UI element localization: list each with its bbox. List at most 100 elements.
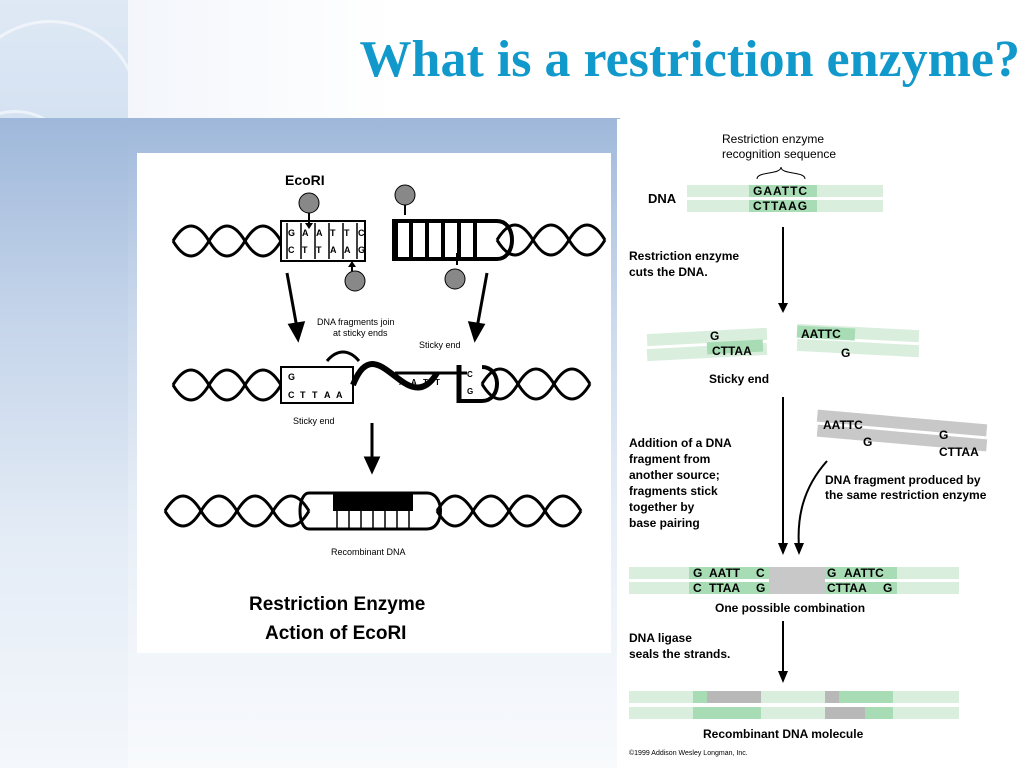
addition-line: Addition of a DNA	[629, 436, 732, 450]
seq-letter: A	[399, 378, 405, 387]
ligase-label-line2: seals the strands.	[629, 647, 730, 661]
cut-fragment-left	[646, 327, 768, 362]
seq-letter: C	[467, 370, 473, 379]
combo-seq: CTTAA	[827, 581, 867, 595]
combo-seq: AATT	[709, 566, 741, 580]
site-highlight	[749, 185, 817, 197]
curved-arrow-icon	[325, 350, 361, 363]
frag-left-bottom: CTTAA	[712, 344, 752, 358]
row1-ladder-left	[280, 220, 366, 262]
recognition-label-line1: Restriction enzyme	[722, 132, 824, 146]
arrow-down-icon	[363, 423, 381, 475]
recombinant-strand-bottom	[629, 707, 959, 719]
frag-right-bottom: G	[841, 346, 850, 360]
frag-left-top: G	[710, 329, 719, 343]
ligase-label-line1: DNA ligase	[629, 631, 692, 645]
seq-letter: T	[423, 378, 428, 387]
combo-gray-block	[769, 567, 825, 594]
recombinant-highlight	[839, 691, 893, 703]
row2-left-helix	[171, 368, 283, 402]
combo-highlight	[825, 582, 897, 594]
addition-line: fragment from	[629, 452, 710, 466]
combo-highlight	[689, 567, 769, 579]
combo-seq-top: G AATT C G AATTC	[693, 566, 884, 580]
row1-ladder-rungs	[286, 223, 358, 259]
seq-letter: T	[330, 228, 336, 238]
arrow-down-icon	[778, 397, 788, 555]
recombinant-dna-label: Recombinant DNA	[331, 547, 406, 557]
seq-letter: C	[358, 228, 365, 238]
combo-seq: G	[693, 566, 702, 580]
seq-letter: G	[288, 372, 295, 382]
enzyme-icon	[344, 261, 366, 292]
figure-caption-line1: Restriction Enzyme	[249, 594, 425, 615]
restriction-flowchart: Restriction enzyme recognition sequence …	[617, 119, 1024, 768]
seq-top: GAATTC	[753, 184, 808, 198]
ecori-diagram: G A A T T C C T T A A G EcoRI	[137, 153, 611, 653]
arrow-down-icon	[285, 272, 306, 343]
addition-label: Addition of a DNA fragment from another …	[629, 436, 732, 530]
recombinant-highlight	[865, 707, 893, 719]
enzyme-icon	[298, 192, 320, 229]
other-fragment	[816, 409, 988, 452]
row1-seq-upper: G A A T T C	[288, 228, 365, 238]
row1-left-helix	[171, 224, 283, 258]
addition-line: together by	[629, 500, 695, 514]
recombinant-gray	[707, 691, 761, 703]
fragments-join-line1: DNA fragments join	[317, 317, 395, 327]
seq-letter: A	[411, 378, 417, 387]
produced-label-line2: the same restriction enzyme	[825, 488, 987, 502]
sticky-end-label: Sticky end	[419, 340, 461, 350]
recombinant-strand-top	[629, 691, 959, 703]
combo-highlight	[825, 567, 897, 579]
curved-arrow-icon	[794, 460, 828, 555]
seq-letter: A	[336, 390, 343, 400]
row3-recombinant	[163, 491, 583, 531]
arrow-down-icon	[778, 621, 788, 683]
seq-letter: G	[467, 387, 473, 396]
arrow-down-icon	[778, 227, 788, 313]
seq-letter: T	[302, 245, 308, 255]
combo-label: One possible combination	[715, 601, 865, 615]
row2-left-seq: G C T T A A	[288, 372, 343, 400]
sticky-end-label: Sticky end	[709, 372, 769, 386]
dna-label: DNA	[648, 191, 677, 206]
recognition-label-line2: recognition sequence	[722, 147, 836, 161]
row2-right-seq: A A T T C G	[399, 370, 473, 396]
recombinant-molecule-label: Recombinant DNA molecule	[703, 727, 864, 741]
bracket-icon	[756, 166, 806, 180]
combo-highlight	[689, 582, 769, 594]
other-frag-top-left: AATTC	[823, 418, 863, 432]
seq-letter: A	[330, 245, 337, 255]
seq-letter: A	[302, 228, 309, 238]
recombinant-highlight	[693, 707, 761, 719]
seq-letter: T	[435, 378, 440, 387]
restriction-flowchart-svg: Restriction enzyme recognition sequence …	[629, 132, 988, 757]
site-highlight	[749, 200, 817, 212]
ecori-diagram-svg: G A A T T C C T T A A G EcoRI	[163, 172, 607, 644]
enzyme-label: EcoRI	[285, 172, 325, 188]
combo-seq-bottom: C TTAA G CTTAA G	[693, 581, 892, 595]
row2-left-ladder	[280, 366, 354, 404]
seq-letter: A	[324, 390, 331, 400]
sticky-end-label: Sticky end	[293, 416, 335, 426]
copyright-notice: ©1999 Addison Wesley Longman, Inc.	[629, 749, 748, 757]
addition-line: base pairing	[629, 516, 700, 530]
combo-seq: G	[827, 566, 836, 580]
seq-letter: T	[300, 390, 306, 400]
seq-letter: C	[288, 390, 295, 400]
seq-letter: G	[288, 228, 295, 238]
recombinant-gray	[825, 707, 865, 719]
seq-letter: T	[344, 228, 350, 238]
seq-letter: C	[288, 245, 295, 255]
slide-title: What is a restriction enzyme?	[359, 31, 1020, 88]
figure-caption-line2: Action of EcoRI	[265, 623, 406, 644]
cut-fragment-right	[796, 323, 920, 358]
combo-seq: C	[693, 581, 702, 595]
combo-seq: TTAA	[709, 581, 740, 595]
row1-right-piece	[392, 219, 607, 261]
combo-seq: G	[883, 581, 892, 595]
seq-bottom: CTTAAG	[753, 199, 808, 213]
produced-label-line1: DNA fragment produced by	[825, 473, 981, 487]
cuts-label-line2: cuts the DNA.	[629, 265, 708, 279]
